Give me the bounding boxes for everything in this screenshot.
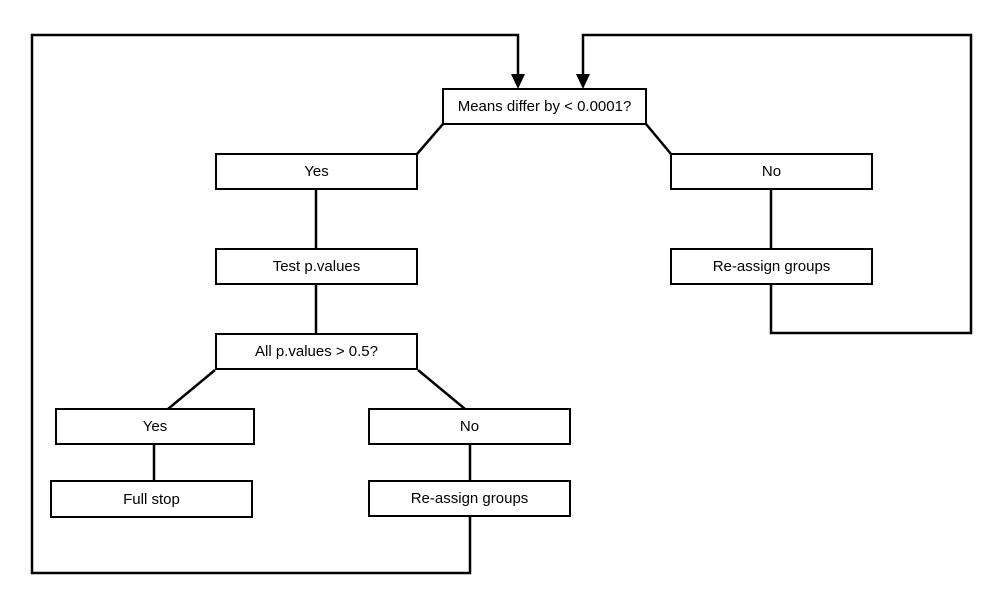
node-reassign-groups-bottom: Re-assign groups xyxy=(368,480,571,517)
node-full-stop-label: Full stop xyxy=(123,490,180,508)
node-yes-bottom: Yes xyxy=(55,408,255,445)
node-means-differ: Means differ by < 0.0001? xyxy=(442,88,647,125)
node-no-top: No xyxy=(670,153,873,190)
node-reassign-groups-bottom-label: Re-assign groups xyxy=(410,490,529,507)
edge-means-to-yes xyxy=(416,123,444,155)
node-test-pvalues-label: Test p.values xyxy=(272,258,361,275)
node-yes-bottom-label: Yes xyxy=(142,418,168,435)
arrowhead-down-right-icon xyxy=(576,74,590,89)
node-yes-top: Yes xyxy=(215,153,418,190)
edge-allp-to-no-bottom xyxy=(417,369,466,410)
node-no-top-label: No xyxy=(761,163,782,180)
node-test-pvalues: Test p.values xyxy=(215,248,418,285)
node-yes-top-label: Yes xyxy=(304,163,329,180)
node-all-pvalues: All p.values > 0.5? xyxy=(215,333,418,370)
node-reassign-groups-right-label: Re-assign groups xyxy=(712,258,831,275)
node-full-stop: Full stop xyxy=(50,480,253,518)
node-means-differ-label: Means differ by < 0.0001? xyxy=(457,98,632,115)
arrowhead-down-left-icon xyxy=(511,74,525,89)
node-all-pvalues-label: All p.values > 0.5? xyxy=(255,343,378,360)
node-no-bottom-label: No xyxy=(459,418,480,435)
node-reassign-groups-right: Re-assign groups xyxy=(670,248,873,285)
edge-reassign-bottom-to-means xyxy=(30,33,520,575)
edge-means-to-no xyxy=(645,123,672,155)
edge-allp-to-yes-bottom xyxy=(167,369,216,410)
node-no-bottom: No xyxy=(368,408,571,445)
edge-reassign-right-to-means xyxy=(581,33,973,335)
